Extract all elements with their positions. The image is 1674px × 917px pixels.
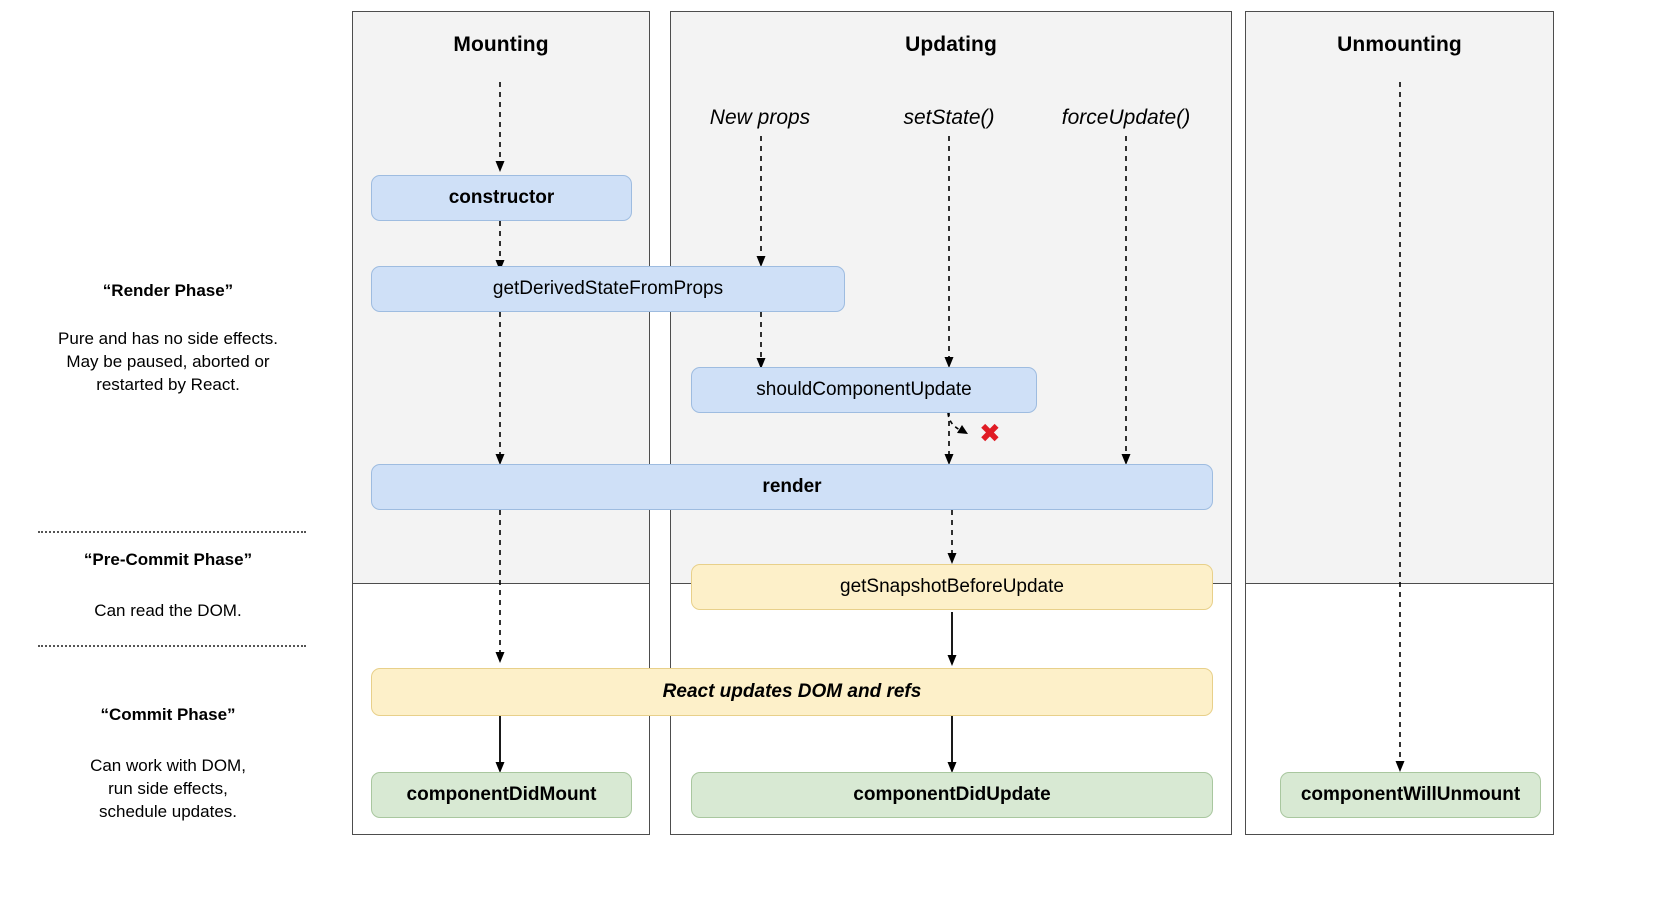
phase-title-render: “Render Phase” — [102, 281, 234, 300]
lifecycle-box-should-component-update[interactable]: shouldComponentUpdate — [691, 367, 1037, 413]
arrow-force-update-to-render — [1111, 136, 1141, 467]
lifecycle-box-component-did-mount[interactable]: componentDidMount — [371, 772, 632, 818]
arrow-render-to-get-snapshot — [937, 510, 967, 565]
lifecycle-box-component-did-update[interactable]: componentDidUpdate — [691, 772, 1213, 818]
column-title-unmounting: Unmounting — [1337, 33, 1462, 56]
arrow-should-component-update-to-render — [934, 411, 994, 467]
lifecycle-box-get-snapshot-before-update[interactable]: getSnapshotBeforeUpdate — [691, 564, 1213, 610]
arrow-new-props-to-get-derived-state — [746, 136, 776, 269]
trigger-label-set-state: setState() — [903, 106, 995, 129]
arrow-get-snapshot-to-react-updates-dom — [937, 612, 967, 667]
arrow-render-to-react-updates-dom-mounting — [485, 510, 515, 665]
phase-title-commit: “Commit Phase” — [100, 705, 236, 724]
arrow-unmounting-to-component-will-unmount — [1385, 82, 1415, 774]
arrow-mounting-to-constructor — [485, 82, 515, 174]
lifecycle-box-get-derived-state-from-props[interactable]: getDerivedStateFromProps — [371, 266, 845, 312]
arrow-get-derived-state-to-render — [485, 312, 515, 467]
column-title-mounting: Mounting — [453, 33, 549, 56]
lifecycle-box-constructor[interactable]: constructor — [371, 175, 632, 221]
abort-update-x-icon: ✖ — [979, 419, 1001, 449]
column-title-updating: Updating — [905, 33, 997, 56]
phase-divider-top — [38, 531, 306, 533]
phase-desc-commit: Can work with DOM, run side effects, sch… — [90, 756, 246, 821]
lifecycle-box-component-will-unmount[interactable]: componentWillUnmount — [1280, 772, 1541, 818]
lifecycle-box-render[interactable]: render — [371, 464, 1213, 510]
arrow-should-component-update-abort-branch — [934, 411, 994, 467]
arrow-react-updates-dom-to-component-did-mount — [485, 716, 515, 774]
phase-title-precommit: “Pre-Commit Phase” — [83, 550, 253, 569]
arrow-get-derived-state-to-should-component-update — [746, 312, 776, 370]
phase-desc-render: Pure and has no side effects. May be pau… — [58, 329, 278, 394]
arrow-set-state-to-should-component-update — [934, 136, 964, 370]
phase-divider-bottom — [38, 645, 306, 647]
arrow-react-updates-dom-to-component-did-update — [937, 716, 967, 774]
phase-desc-precommit: Can read the DOM. — [94, 601, 242, 620]
trigger-label-new-props: New props — [709, 106, 811, 129]
lifecycle-box-react-updates-dom-and-refs[interactable]: React updates DOM and refs — [371, 668, 1213, 716]
trigger-label-force-update: forceUpdate() — [1061, 106, 1191, 129]
arrow-constructor-to-get-derived-state — [485, 221, 515, 273]
